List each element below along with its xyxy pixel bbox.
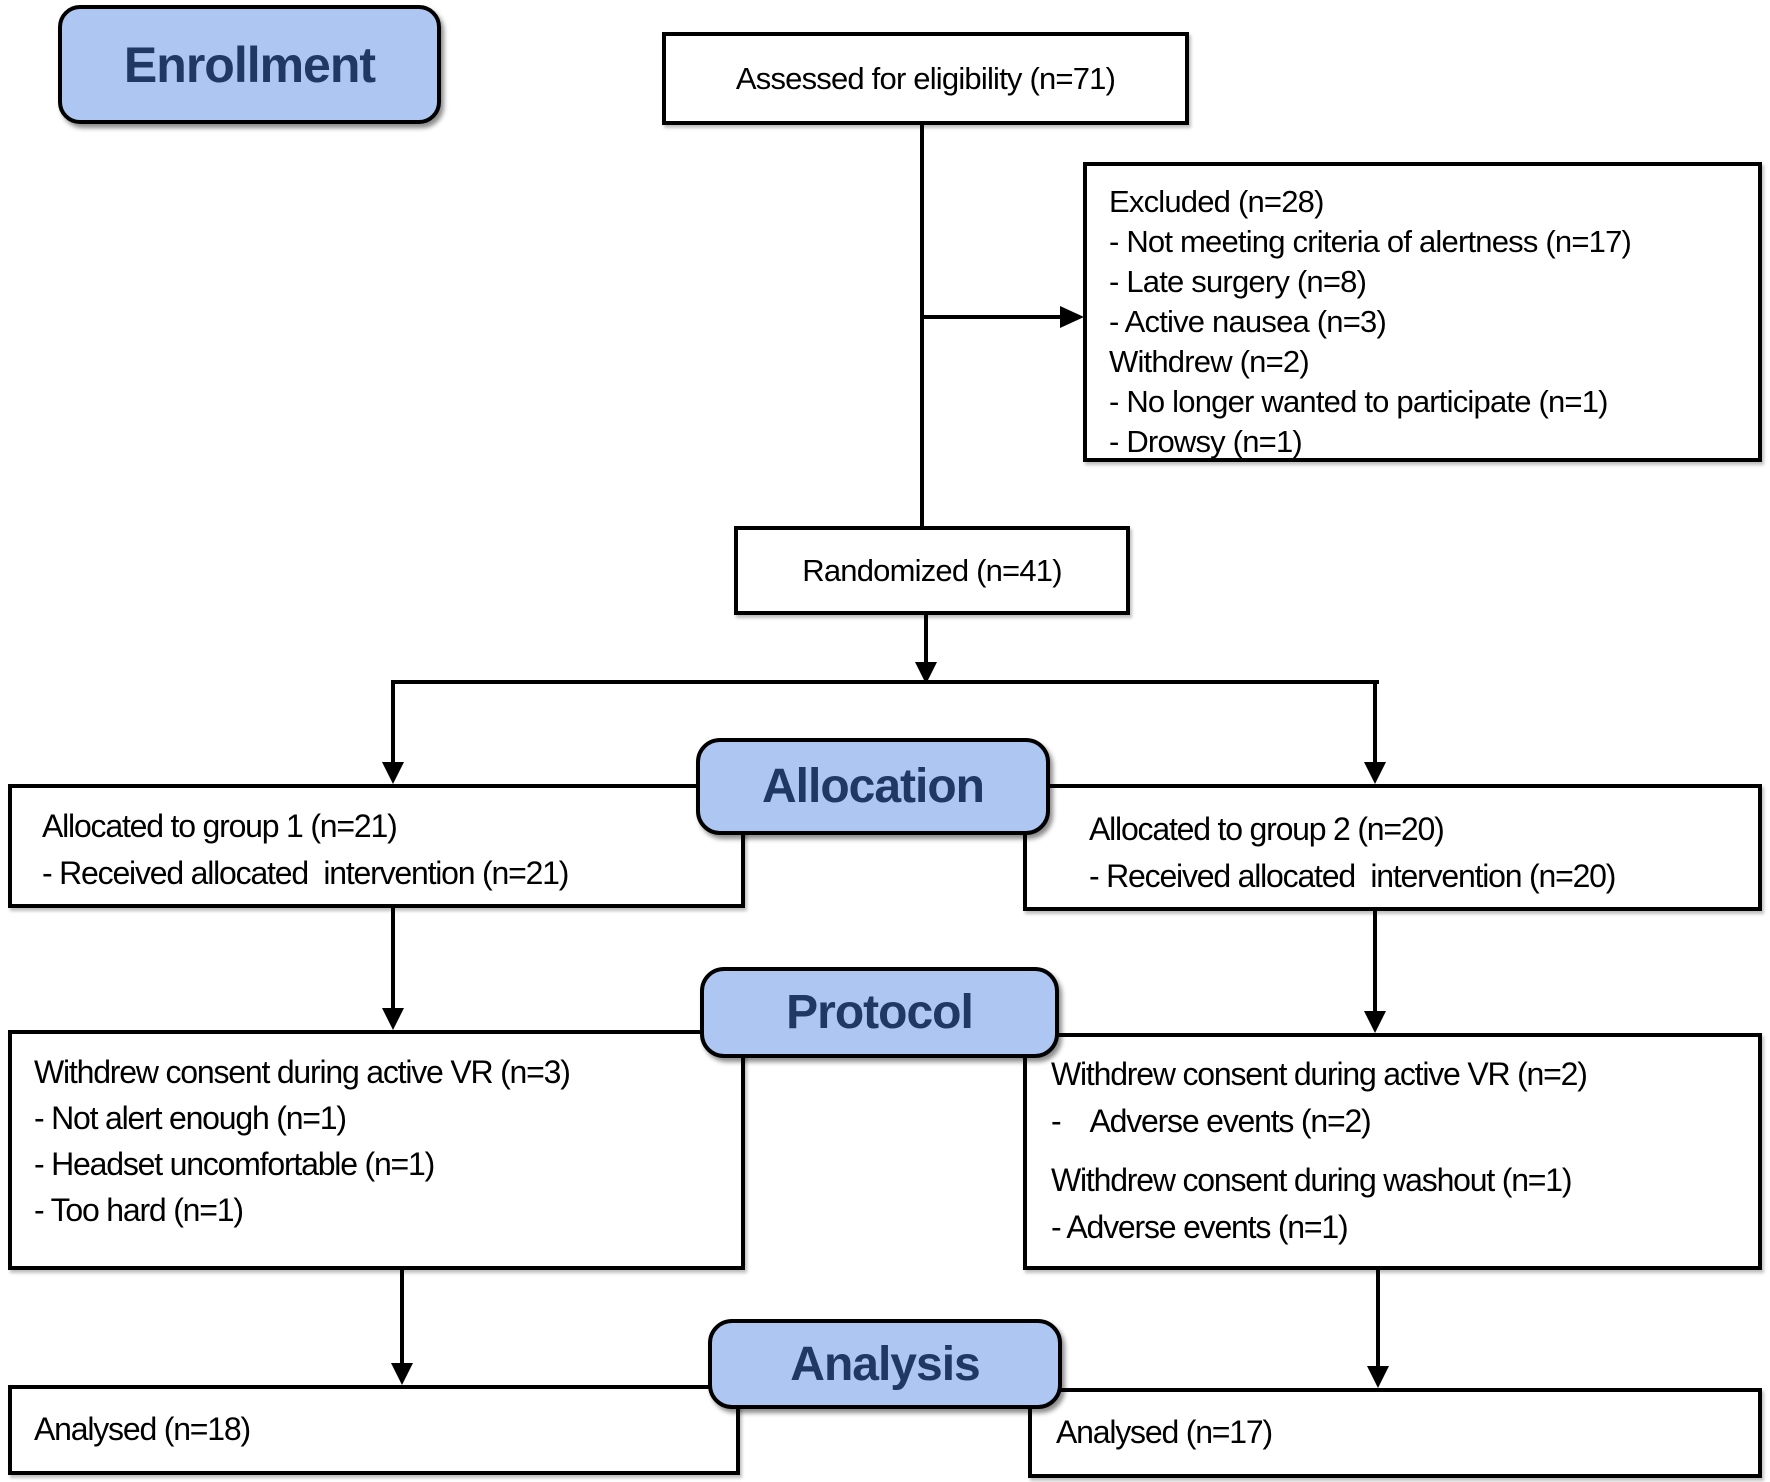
analysed-group1-text: Analysed (n=18): [34, 1411, 251, 1447]
randomized-text: Randomized (n=41): [802, 552, 1062, 588]
protocol-group2-line: - Adverse events (n=1): [1051, 1209, 1349, 1245]
box-allocated-group1: Allocated to group 1 (n=21) - Received a…: [8, 784, 745, 908]
protocol-group1-line: Withdrew consent during active VR (n=3): [34, 1054, 571, 1090]
excluded-line: - No longer wanted to participate (n=1): [1109, 384, 1608, 419]
box-randomized: Randomized (n=41): [734, 526, 1130, 615]
protocol-group1-line: - Not alert enough (n=1): [34, 1100, 347, 1136]
analysed-group2-text: Analysed (n=17): [1056, 1414, 1273, 1450]
arrowhead-into-protocol-group1: [382, 1008, 404, 1030]
connector-protocol2-analysed2: [1376, 1270, 1380, 1368]
box-excluded: Excluded (n=28) - Not meeting criteria o…: [1083, 162, 1762, 462]
connector-alloc1-protocol1: [391, 908, 395, 1010]
connector-protocol1-analysed1: [400, 1270, 404, 1365]
protocol-group1-line: - Too hard (n=1): [34, 1192, 244, 1228]
protocol-group1-line: - Headset uncomfortable (n=1): [34, 1146, 435, 1182]
enrollment-label: Enrollment: [123, 36, 376, 93]
stage-label-allocation: Allocation: [696, 738, 1050, 835]
allocated-group2-line: Allocated to group 2 (n=20): [1089, 811, 1445, 847]
arrowhead-into-allocated-group2: [1364, 762, 1386, 784]
connector-split-right-drop: [1373, 680, 1377, 764]
box-analysed-group1: Analysed (n=18): [8, 1385, 740, 1475]
protocol-group2-line: Withdrew consent during active VR (n=2): [1051, 1056, 1588, 1092]
box-assessed-for-eligibility: Assessed for eligibility (n=71): [662, 32, 1189, 125]
allocation-label: Allocation: [761, 760, 985, 813]
stage-label-analysis: Analysis: [708, 1319, 1062, 1409]
excluded-line: - Drowsy (n=1): [1109, 424, 1303, 459]
assessed-text: Assessed for eligibility (n=71): [735, 60, 1116, 96]
box-protocol-group2: Withdrew consent during active VR (n=2) …: [1023, 1033, 1762, 1270]
excluded-line: Withdrew (n=2): [1109, 344, 1310, 379]
arrowhead-into-analysed-group1: [391, 1363, 413, 1385]
connector-split-horizontal: [391, 680, 1379, 684]
stage-label-protocol: Protocol: [700, 967, 1059, 1058]
stage-label-enrollment: Enrollment: [58, 5, 441, 124]
protocol-label: Protocol: [786, 986, 974, 1039]
excluded-line: - Late surgery (n=8): [1109, 264, 1367, 299]
connector-branch-excluded: [922, 315, 1062, 319]
excluded-line: - Not meeting criteria of alertness (n=1…: [1109, 224, 1632, 259]
box-allocated-group2: Allocated to group 2 (n=20) - Received a…: [1023, 784, 1762, 911]
allocated-group1-line: - Received allocated intervention (n=21): [42, 855, 569, 891]
protocol-group2-line: - Adverse events (n=2): [1051, 1103, 1372, 1139]
excluded-line: - Active nausea (n=3): [1109, 304, 1387, 339]
arrowhead-into-analysed-group2: [1367, 1366, 1389, 1388]
connector-assessed-randomized: [920, 125, 924, 526]
protocol-group2-line: Withdrew consent during washout (n=1): [1051, 1162, 1573, 1198]
connector-split-left-drop: [391, 680, 395, 764]
excluded-line: Excluded (n=28): [1109, 184, 1324, 219]
connector-randomized-split-stem: [924, 615, 928, 664]
box-analysed-group2: Analysed (n=17): [1028, 1388, 1762, 1478]
analysis-label: Analysis: [790, 1337, 980, 1391]
arrowhead-into-protocol-group2: [1364, 1011, 1386, 1033]
arrowhead-into-excluded: [1060, 306, 1084, 328]
arrowhead-onto-split: [915, 662, 937, 684]
allocated-group2-line: - Received allocated intervention (n=20): [1089, 858, 1616, 894]
arrowhead-into-allocated-group1: [382, 762, 404, 784]
box-protocol-group1: Withdrew consent during active VR (n=3) …: [8, 1030, 745, 1270]
connector-alloc2-protocol2: [1373, 911, 1377, 1013]
allocated-group1-line: Allocated to group 1 (n=21): [42, 808, 398, 844]
